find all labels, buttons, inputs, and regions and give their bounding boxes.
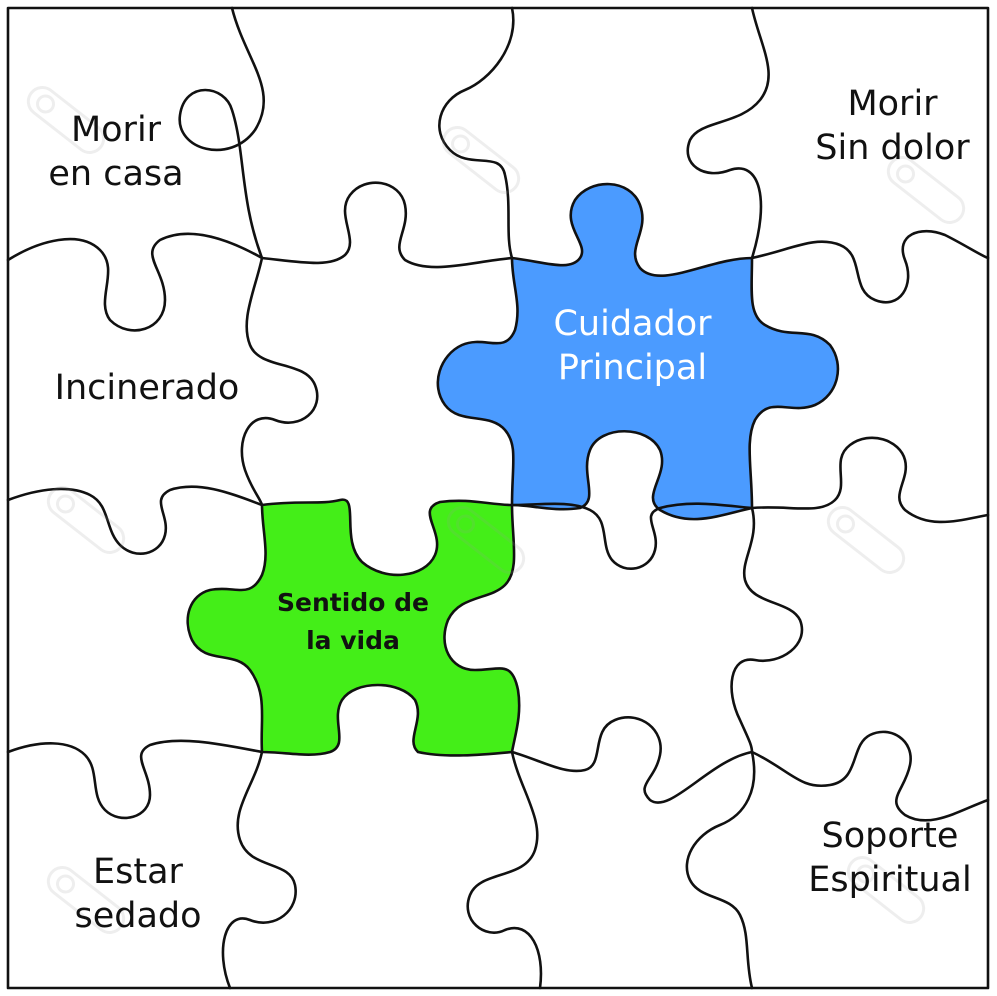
edge-v1-mid xyxy=(240,256,319,507)
edge-v3-mid xyxy=(730,506,804,754)
watermark-icon xyxy=(826,506,906,574)
label-sentido-de-la-vida: Sentido de la vida xyxy=(258,584,448,659)
edge-h1-mid xyxy=(260,181,514,269)
watermark-icon xyxy=(846,856,926,924)
board-frame xyxy=(6,6,990,990)
label-morir-sin-dolor: Morir Sin dolor xyxy=(805,82,980,171)
watermark-icon xyxy=(441,126,521,194)
label-morir-en-casa: Morir en casa xyxy=(36,108,196,197)
edge-h2-left xyxy=(6,485,264,555)
cuidador-principal-piece xyxy=(436,182,840,521)
edge-h1-right xyxy=(750,229,990,304)
edge-v3-top xyxy=(686,6,770,260)
label-line: sedado xyxy=(74,896,202,937)
edge-v2-top xyxy=(438,6,515,260)
edge-v3-bottom xyxy=(685,750,756,990)
label-line: Sin dolor xyxy=(815,128,970,169)
edge-h3-left xyxy=(6,739,264,820)
edge-h3-right xyxy=(750,730,990,822)
label-line: Morir xyxy=(70,110,162,150)
watermark-icon xyxy=(46,486,126,554)
label-line: Cuidador xyxy=(553,304,712,344)
edge-h1-left xyxy=(6,232,264,332)
label-soporte-espiritual: Soporte Espiritual xyxy=(800,814,980,903)
watermark-icon xyxy=(46,866,126,934)
edge-v2-mid xyxy=(510,502,754,570)
label-line: Soporte xyxy=(821,816,959,856)
label-line: Estar xyxy=(93,852,183,892)
label-line: la vida xyxy=(306,625,400,655)
edge-h3-mid xyxy=(510,716,754,804)
watermark-icon xyxy=(886,156,966,224)
edge-v1-bottom xyxy=(221,750,297,990)
label-estar-sedado: Estar sedado xyxy=(58,850,218,939)
label-line: Sentido de xyxy=(277,588,429,617)
watermark-icon xyxy=(26,86,106,154)
label-line: Espiritual xyxy=(808,860,972,901)
label-line: Incinerado xyxy=(54,368,240,408)
edge-h2-right xyxy=(750,436,990,524)
edge-v2-bottom xyxy=(466,750,543,990)
label-cuidador-principal: Cuidador Principal xyxy=(540,302,725,391)
edge-v1-top xyxy=(178,6,266,260)
label-line: en casa xyxy=(48,154,184,195)
label-incinerado: Incinerado xyxy=(42,366,252,410)
label-line: Principal xyxy=(557,348,708,389)
label-line: Morir xyxy=(847,84,938,124)
watermark-icon xyxy=(446,506,526,574)
